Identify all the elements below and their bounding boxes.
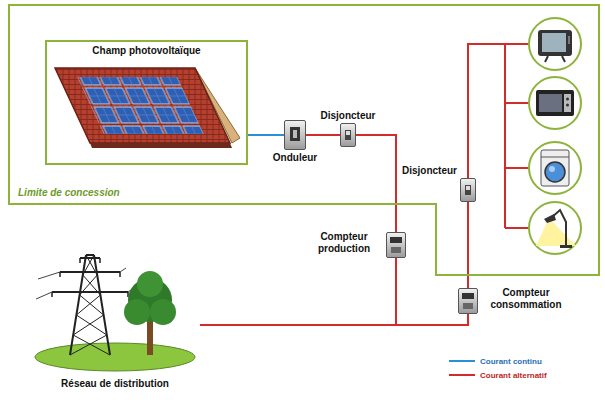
legend-line <box>448 372 476 378</box>
washing-machine-icon <box>529 142 581 194</box>
legend-line <box>448 358 476 364</box>
ac-wire <box>200 258 396 325</box>
legend-text: Courant continu <box>480 357 542 366</box>
ac-wire <box>200 314 468 325</box>
television-icon <box>529 18 581 70</box>
breaker-detail <box>341 124 355 146</box>
washing-machine-icon <box>541 150 569 186</box>
lamp-icon <box>544 214 556 223</box>
microwave-icon <box>566 104 569 107</box>
grid-illustration <box>70 255 110 355</box>
microwave-icon <box>529 77 581 129</box>
washing-machine-icon <box>541 157 569 158</box>
boundary-line <box>9 5 599 275</box>
grid-illustration <box>124 299 150 325</box>
legend-line <box>449 360 475 362</box>
roof-illustration <box>55 68 240 148</box>
lamp-icon <box>529 202 581 254</box>
meter-detail <box>387 233 405 257</box>
lamp-icon <box>560 245 572 248</box>
legend-line <box>449 374 475 376</box>
grid-illustration <box>150 299 176 325</box>
meter-box: Compteur consommation <box>458 288 478 314</box>
node-label: Réseau de distribution <box>61 378 169 390</box>
dc-wire <box>248 134 284 136</box>
grid-illustration <box>52 258 128 292</box>
appliance-wire <box>468 44 529 228</box>
grid-illustration <box>35 343 195 371</box>
inverter-box: Onduleur <box>284 120 306 150</box>
concession-boundary: Champ photovoltaïqueOnduleurDisjoncteurD… <box>8 4 600 276</box>
meter-box: Compteur production <box>386 232 406 258</box>
solar-panels <box>77 77 204 134</box>
microwave-icon <box>566 98 569 101</box>
lamp-icon <box>529 202 581 254</box>
solar-panels <box>77 77 204 134</box>
television-icon <box>545 56 565 62</box>
ac-wire <box>306 134 340 136</box>
television-icon <box>538 30 572 56</box>
washing-machine-icon <box>549 166 555 172</box>
grid-illustration <box>70 255 107 355</box>
washing-machine-icon <box>529 142 581 194</box>
inverter-detail <box>285 121 305 149</box>
roof-illustration <box>55 68 230 143</box>
television-icon <box>529 18 581 70</box>
meter-detail <box>459 289 477 313</box>
microwave-icon <box>529 77 581 129</box>
breaker-box: Disjoncteur <box>340 123 356 147</box>
grid-illustration <box>73 255 110 355</box>
node-label: Compteur consommation <box>483 287 569 310</box>
node-label: Disjoncteur <box>402 165 457 177</box>
microwave-icon <box>539 94 562 112</box>
grid-illustration <box>35 255 195 371</box>
pv-field-box: Champ photovoltaïque <box>45 40 248 165</box>
grid-node: Réseau de distribution <box>30 245 200 375</box>
television-icon <box>568 36 570 44</box>
legend: Courant continuCourant alternatif <box>448 354 547 382</box>
breaker-box: Disjoncteur <box>460 178 476 202</box>
legend-row: Courant alternatif <box>448 368 547 382</box>
legend-row: Courant continu <box>448 354 547 368</box>
legend-text: Courant alternatif <box>480 371 547 380</box>
node-label: Compteur production <box>307 231 381 254</box>
node-label: Disjoncteur <box>320 110 375 122</box>
washing-machine-icon <box>545 162 565 182</box>
roof-illustration <box>90 143 232 148</box>
lamp-icon <box>536 218 576 246</box>
breaker-detail <box>461 179 475 201</box>
microwave-icon <box>564 94 571 112</box>
microwave-icon <box>536 90 574 116</box>
grid-illustration <box>137 271 163 297</box>
node-label: Onduleur <box>273 152 317 164</box>
node-label: Champ photovoltaïque <box>47 42 246 57</box>
grid-illustration <box>52 258 128 297</box>
television-icon <box>542 33 566 52</box>
ac-wire <box>356 135 396 232</box>
boundary-label: Limite de concession <box>18 187 120 199</box>
